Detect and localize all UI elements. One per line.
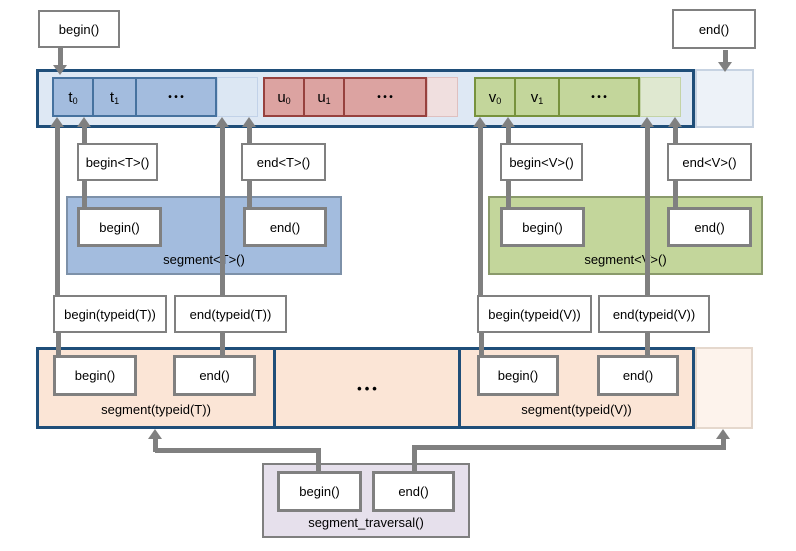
arrowhead-begin-typeid-t — [50, 117, 64, 127]
cell-t1-sub: 1 — [114, 96, 120, 106]
segment-t-begin-box: begin() — [77, 207, 162, 247]
end-typeid-v-box: end(typeid(V)) — [598, 295, 710, 333]
cell-v1-base: v — [530, 88, 539, 106]
segment-v-begin-box: begin() — [500, 207, 585, 247]
segment-typeid-t-end-box: end() — [173, 355, 256, 396]
elbow-traversal-end-v — [412, 445, 417, 471]
cell-t0-base: t — [68, 88, 73, 106]
segment-v-label: segment<V>() — [584, 252, 667, 267]
arrowhead-end-t — [242, 117, 256, 127]
arrowhead-begin-v — [501, 117, 515, 127]
arrowhead-traversal-begin — [148, 429, 162, 439]
arrowhead-top-end — [718, 62, 732, 72]
elbow-traversal-end-h — [412, 445, 726, 450]
end-v-box: end<V>() — [667, 143, 752, 181]
elbow-traversal-end-up — [721, 438, 726, 449]
u-spare-cell — [427, 77, 458, 117]
link-begin-typeid-v — [479, 333, 484, 357]
segment-typeid-t-begin-box: begin() — [53, 355, 137, 396]
segment-typeid-v-label: segment(typeid(V)) — [521, 402, 632, 417]
container-bar-extension — [695, 69, 754, 128]
elbow-traversal-begin-h — [155, 448, 321, 453]
cell-t0-sub: 0 — [72, 96, 78, 106]
arrowhead-begin-t — [77, 117, 91, 127]
segment-t-label: segment<T>() — [163, 252, 245, 267]
arrowhead-top-begin — [53, 65, 67, 75]
cell-u1-sub: 1 — [325, 96, 331, 106]
link-end-typeid-v — [645, 333, 650, 357]
cell-u0-sub: 0 — [285, 96, 291, 106]
traversal-end-box: end() — [372, 471, 455, 512]
segment-typeid-v-end-box: end() — [597, 355, 679, 396]
elbow-traversal-begin-up — [153, 438, 158, 452]
begin-v-box: begin<V>() — [500, 143, 583, 181]
arrowhead-end-typeid-v — [640, 117, 654, 127]
end-t-box: end<T>() — [241, 143, 326, 181]
cell-v0-sub: 0 — [496, 96, 502, 106]
cell-u0-base: u — [277, 88, 286, 106]
segment-traversal-label: segment_traversal() — [308, 515, 424, 530]
ellipsis-text: ••• — [377, 91, 396, 103]
end-typeid-t-box: end(typeid(T)) — [174, 295, 287, 333]
ellipsis-text: ••• — [168, 91, 187, 103]
segment-typeid-v-region: segment(typeid(V)) — [458, 350, 692, 426]
segment-t-end-box: end() — [243, 207, 327, 247]
t-spare-cell — [217, 77, 258, 117]
elbow-traversal-begin-v — [316, 448, 321, 471]
cell-v-ellipsis: ••• — [558, 79, 638, 115]
link-end-typeid-t — [220, 333, 225, 357]
segment-typeid-t-region: segment(typeid(T)) — [39, 350, 273, 426]
line-top-begin — [58, 48, 63, 66]
top-begin-box: begin() — [38, 10, 120, 48]
line-begin-typeid-t — [55, 127, 60, 295]
cell-t1-base: t — [109, 88, 115, 106]
segment-typeid-t-label: segment(typeid(T)) — [101, 402, 211, 417]
cell-v0-base: v — [488, 88, 497, 106]
arrowhead-end-v — [668, 117, 682, 127]
segment-map-ellipsis-region: ••• — [273, 350, 458, 426]
cell-u1-base: u — [317, 88, 326, 106]
traversal-begin-box: begin() — [277, 471, 362, 512]
begin-t-box: begin<T>() — [77, 143, 158, 181]
line-begin-typeid-v — [478, 127, 483, 295]
cell-t-ellipsis: ••• — [135, 79, 215, 115]
line-end-typeid-t — [220, 127, 225, 295]
begin-typeid-v-box: begin(typeid(V)) — [477, 295, 592, 333]
v-spare-cell — [640, 77, 681, 117]
segment-v-end-box: end() — [667, 207, 752, 247]
cell-u-ellipsis: ••• — [343, 79, 425, 115]
segment-map-extension — [695, 347, 753, 429]
begin-typeid-t-box: begin(typeid(T)) — [53, 295, 167, 333]
arrowhead-traversal-end — [716, 429, 730, 439]
ellipsis-text: ••• — [591, 91, 610, 103]
cell-v1-sub: 1 — [538, 96, 544, 106]
segment-map-bar: segment(typeid(T)) ••• segment(typeid(V)… — [36, 347, 695, 429]
line-top-end — [723, 50, 728, 63]
link-begin-typeid-t — [56, 333, 61, 357]
line-end-typeid-v — [645, 127, 650, 295]
arrowhead-end-typeid-t — [215, 117, 229, 127]
arrowhead-begin-typeid-v — [473, 117, 487, 127]
ellipsis-text: ••• — [357, 380, 380, 396]
segment-typeid-v-begin-box: begin() — [477, 355, 559, 396]
top-end-box: end() — [672, 9, 756, 49]
